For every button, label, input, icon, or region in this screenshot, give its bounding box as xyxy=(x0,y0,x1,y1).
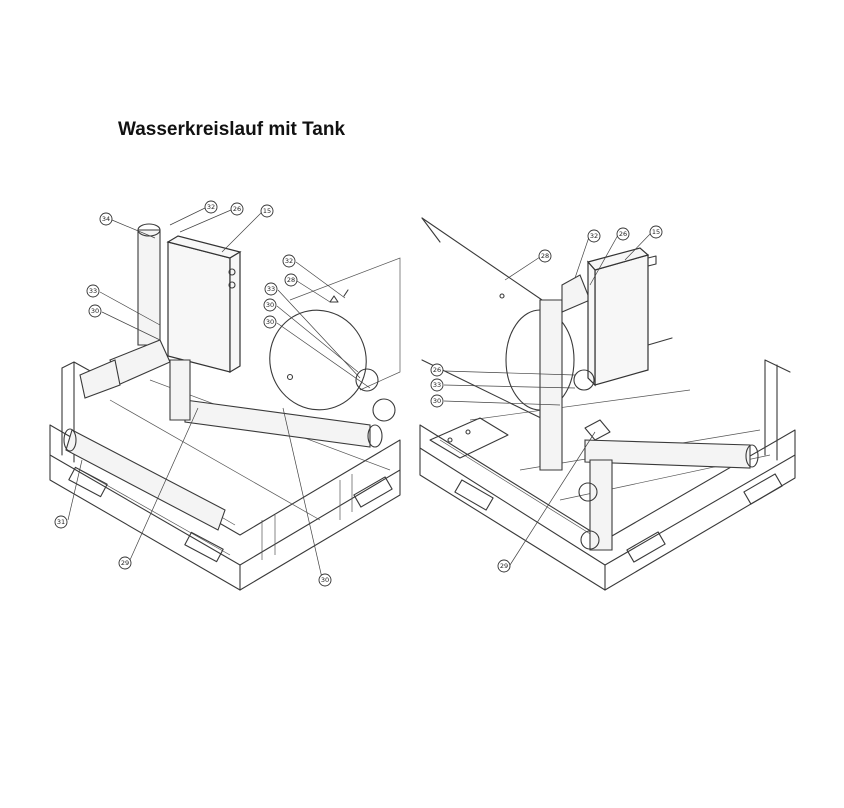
svg-text:32: 32 xyxy=(590,232,598,240)
svg-text:32: 32 xyxy=(285,257,293,265)
left-part-label-30: 30 xyxy=(263,298,277,312)
left-part-label-31: 31 xyxy=(54,515,68,529)
svg-text:33: 33 xyxy=(89,287,97,295)
svg-text:30: 30 xyxy=(321,576,329,584)
svg-text:26: 26 xyxy=(233,205,241,213)
svg-text:26: 26 xyxy=(619,230,627,238)
svg-text:32: 32 xyxy=(207,203,215,211)
left-part-label-33: 33 xyxy=(86,284,100,298)
left-part-label-33: 33 xyxy=(264,282,278,296)
left-leader-lines xyxy=(67,207,371,579)
svg-text:29: 29 xyxy=(500,562,508,570)
svg-text:33: 33 xyxy=(267,285,275,293)
right-part-label-33: 33 xyxy=(430,378,444,392)
svg-text:28: 28 xyxy=(287,276,295,284)
svg-text:31: 31 xyxy=(57,518,65,526)
left-part-label-30: 30 xyxy=(318,573,332,587)
right-part-label-28: 28 xyxy=(538,249,552,263)
svg-text:26: 26 xyxy=(433,366,441,374)
right-assembly-view xyxy=(419,217,796,591)
svg-text:29: 29 xyxy=(121,559,129,567)
left-part-label-34: 34 xyxy=(99,212,113,226)
left-part-label-29: 29 xyxy=(118,556,132,570)
svg-text:28: 28 xyxy=(541,252,549,260)
svg-text:15: 15 xyxy=(263,207,271,215)
right-part-label-15: 15 xyxy=(649,225,663,239)
svg-text:30: 30 xyxy=(266,318,274,326)
svg-text:15: 15 xyxy=(652,228,660,236)
diagram-title: Wasserkreislauf mit Tank xyxy=(118,119,346,140)
left-part-label-30: 30 xyxy=(263,315,277,329)
svg-text:33: 33 xyxy=(433,381,441,389)
right-leader-lines xyxy=(443,232,652,566)
left-part-label-32: 32 xyxy=(204,200,218,214)
svg-text:30: 30 xyxy=(266,301,274,309)
right-part-label-26: 26 xyxy=(430,363,444,377)
left-part-label-30: 30 xyxy=(88,304,102,318)
right-part-label-26: 26 xyxy=(616,227,630,241)
right-part-label-32: 32 xyxy=(587,229,601,243)
part-number-labels: 34 32 26 15 33 30 32 28 33 30 30 31 29 30 28 32 26 15 26 33… xyxy=(54,200,663,587)
svg-text:30: 30 xyxy=(91,307,99,315)
svg-text:30: 30 xyxy=(433,397,441,405)
left-assembly-view xyxy=(49,223,401,591)
left-part-label-26: 26 xyxy=(230,202,244,216)
right-part-label-29: 29 xyxy=(497,559,511,573)
left-part-label-28: 28 xyxy=(284,273,298,287)
left-part-label-15: 15 xyxy=(260,204,274,218)
right-part-label-30: 30 xyxy=(430,394,444,408)
left-part-label-32: 32 xyxy=(282,254,296,268)
svg-text:34: 34 xyxy=(102,215,110,223)
